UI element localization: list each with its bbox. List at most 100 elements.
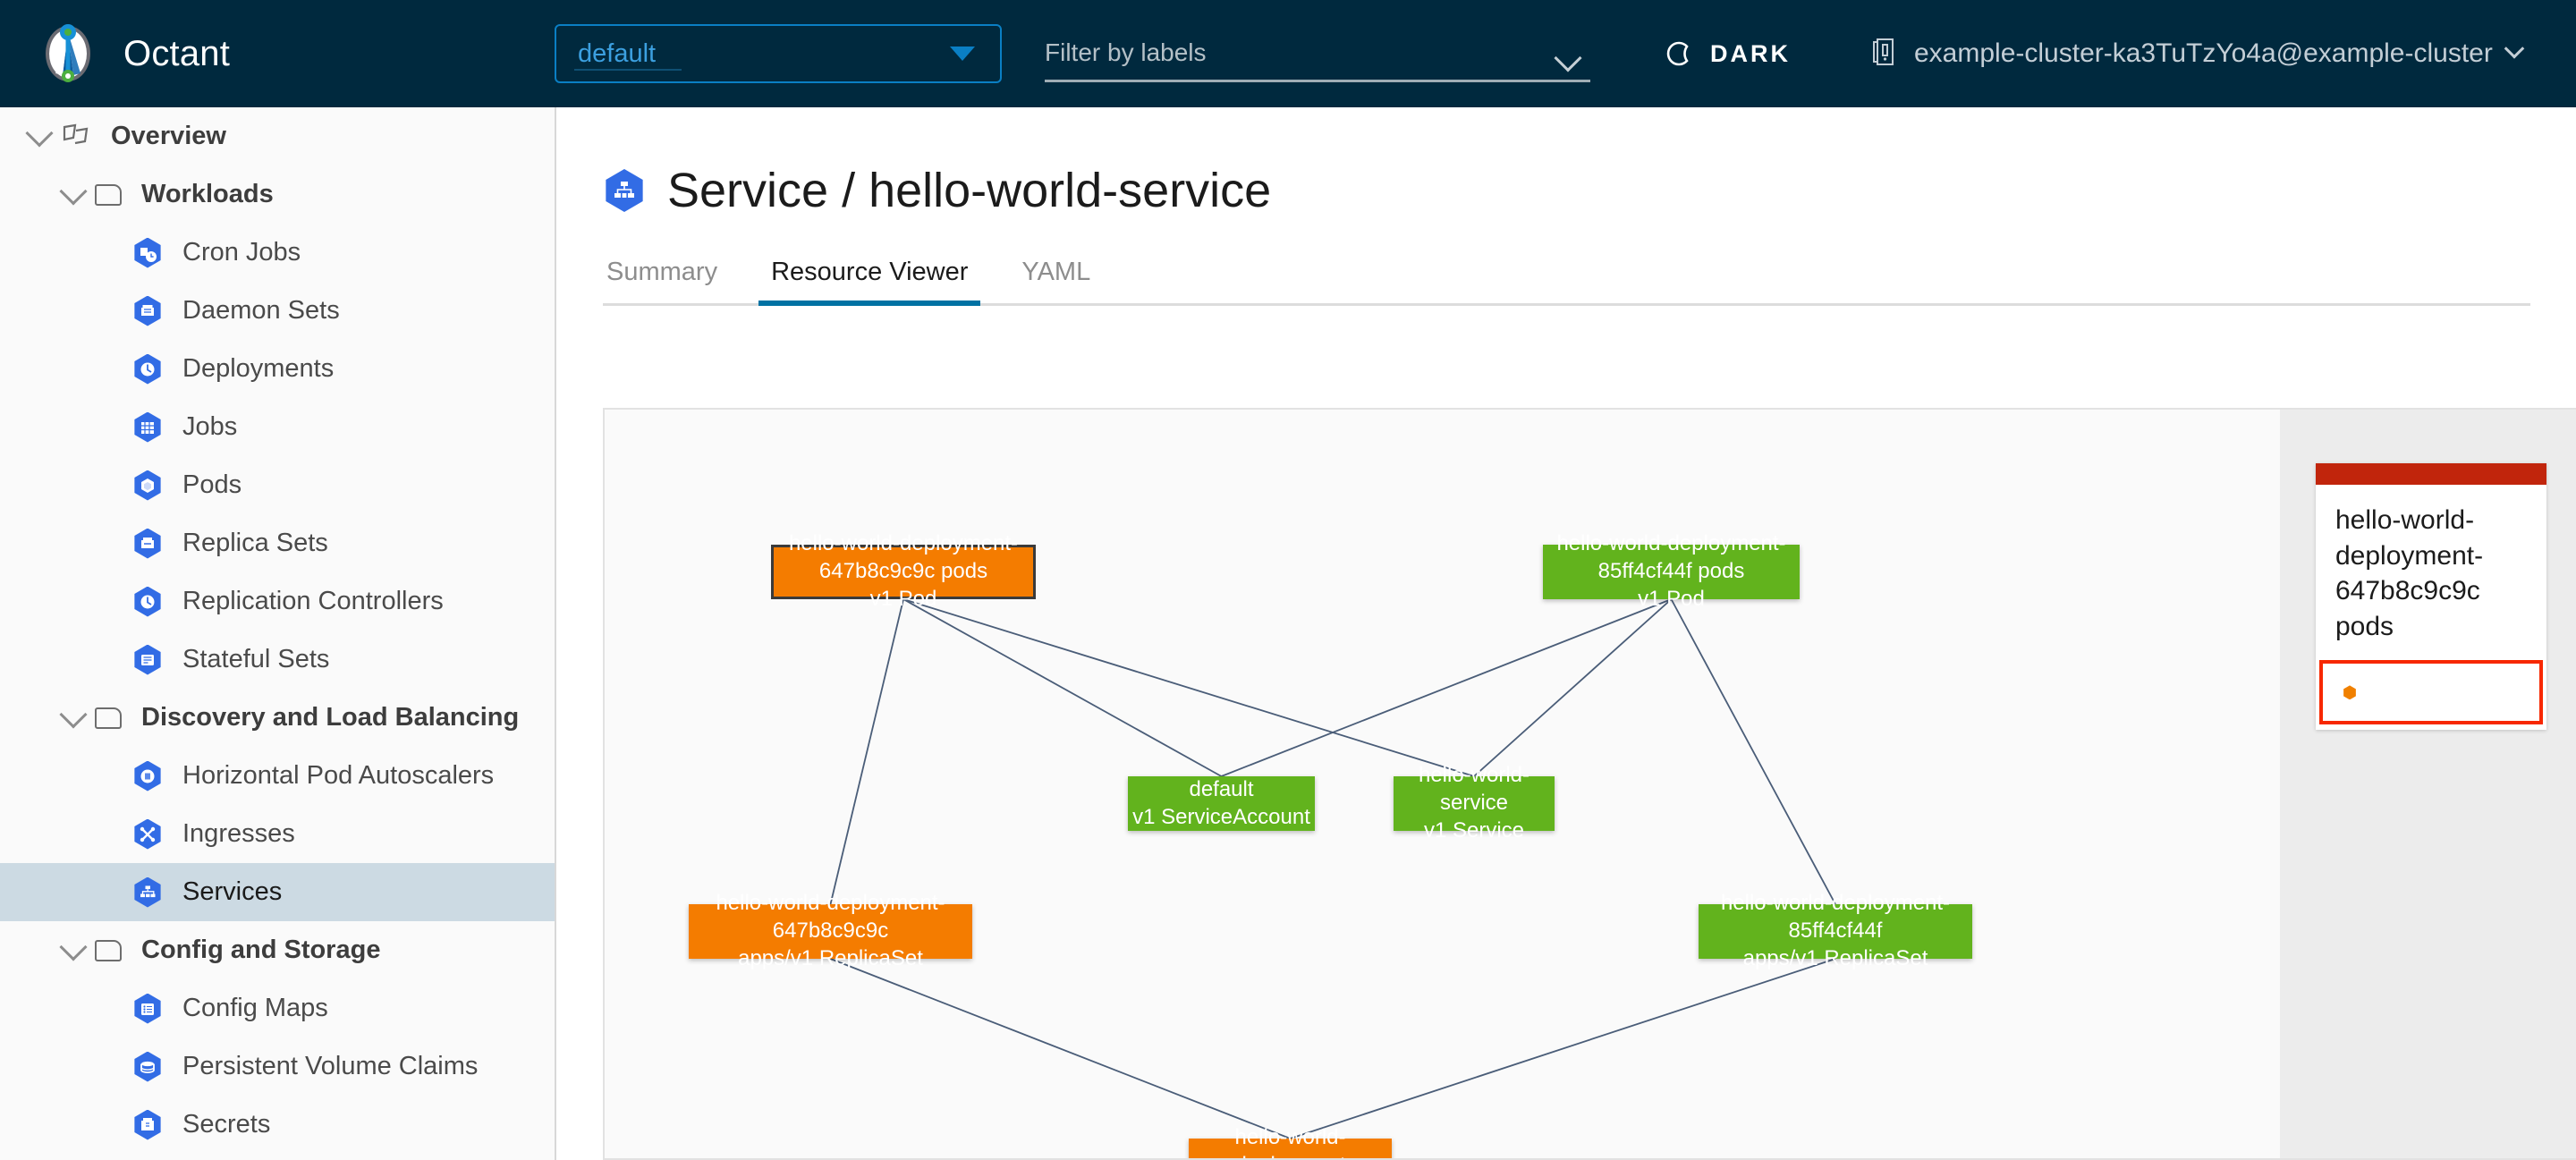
k8s-cronjob-icon	[134, 237, 161, 268]
graph-edge	[1290, 958, 1836, 1139]
sidebar-item-label: Daemon Sets	[182, 296, 340, 325]
sidebar-item-label: Persistent Volume Claims	[182, 1052, 479, 1080]
sidebar-item-label: Config Maps	[182, 994, 328, 1022]
sidebar-item-daemon-sets[interactable]: Daemon Sets	[0, 282, 555, 340]
graph-node-name: hello-world-deployment	[1234, 1125, 1346, 1158]
sidebar-item-label: Config and Storage	[141, 936, 381, 964]
sidebar-item-stateful-sets[interactable]: Stateful Sets	[0, 631, 555, 689]
sidebar-item-services[interactable]: Services	[0, 863, 555, 921]
sidebar-item-pods[interactable]: Pods	[0, 456, 555, 514]
overview-icon	[61, 123, 91, 150]
namespace-select-underline	[574, 69, 682, 71]
folder-icon	[95, 707, 122, 729]
sidebar-item-overview[interactable]: Overview	[0, 107, 555, 165]
graph-node[interactable]: hello-world-deploymentapps/v1 Deployment	[1189, 1125, 1392, 1158]
graph-edge	[1473, 598, 1673, 777]
k8s-hpa-icon	[134, 760, 161, 792]
sidebar-item-replica-sets[interactable]: Replica Sets	[0, 514, 555, 572]
cluster-selector[interactable]: example-cluster-ka3TuTzYo4a@example-clus…	[1871, 37, 2525, 72]
graph-node-kind: v1 Pod	[1638, 586, 1705, 611]
folder-icon	[95, 183, 122, 206]
graph-edges	[829, 598, 1836, 1139]
sidebar-item-label: Discovery and Load Balancing	[141, 703, 520, 732]
warning-hexagon-icon	[2343, 685, 2356, 700]
graph-node-name: hello-world-deployment-85ff4cf44f pods	[1556, 531, 1786, 584]
label-filter-placeholder: Filter by labels	[1045, 38, 1207, 66]
chevron-down-icon[interactable]	[52, 176, 95, 206]
tab-bar[interactable]: Summary Resource Viewer YAML	[603, 250, 2530, 306]
k8s-daemonset-icon	[134, 295, 161, 326]
cluster-name: example-cluster-ka3TuTzYo4a@example-clus…	[1914, 38, 2493, 68]
sidebar-item-label: Horizontal Pod Autoscalers	[182, 761, 495, 790]
sidebar-item-label: Pods	[182, 470, 242, 499]
graph-node-kind: v1 ServiceAccount	[1132, 804, 1310, 829]
sidebar-item-label: Stateful Sets	[182, 645, 330, 673]
graph-node-kind: apps/v1 ReplicaSet	[1742, 945, 1928, 970]
chevron-down-icon[interactable]	[52, 699, 95, 729]
folder-icon	[95, 939, 122, 961]
k8s-secret-icon	[134, 1109, 161, 1140]
detail-card-header	[2316, 463, 2546, 485]
tab-summary[interactable]: Summary	[606, 258, 718, 286]
k8s-replicationcontroller-icon	[134, 586, 161, 617]
sidebar-item-label: Workloads	[141, 180, 274, 208]
namespace-select[interactable]: default	[555, 24, 1002, 83]
sidebar-item-label: Ingresses	[182, 819, 295, 848]
brand[interactable]: Octant	[36, 21, 537, 86]
theme-toggle[interactable]: DARK	[1665, 38, 1791, 69]
k8s-statefulset-icon	[134, 644, 161, 675]
sidebar-item-replication-controllers[interactable]: Replication Controllers	[0, 572, 555, 631]
k8s-deployment-icon	[134, 353, 161, 385]
k8s-service-icon	[606, 169, 643, 212]
graph-node-name: hello-world-deployment-647b8c9c9c	[716, 891, 945, 944]
chevron-down-icon[interactable]	[18, 118, 61, 148]
sidebar-item-jobs[interactable]: Jobs	[0, 398, 555, 456]
node-detail-card[interactable]: hello-world-deployment-647b8c9c9c pods	[2316, 463, 2546, 731]
graph-edge	[902, 598, 1475, 777]
namespace-select-value: default	[578, 38, 657, 68]
caret-down-icon	[950, 47, 975, 61]
graph-node-name: hello-world-deployment-85ff4cf44f	[1720, 891, 1951, 944]
graph-edge	[1670, 598, 1836, 905]
k8s-pvc-icon	[134, 1051, 161, 1082]
moon-icon	[1665, 38, 1696, 69]
graph-edge	[829, 598, 904, 905]
graph-edge	[830, 958, 1291, 1139]
graph-node-name: hello-world-deployment-647b8c9c9c pods	[788, 531, 1019, 584]
tab-resource-viewer[interactable]: Resource Viewer	[758, 258, 981, 306]
k8s-configmap-icon	[134, 993, 161, 1024]
sidebar-item-ingresses[interactable]: Ingresses	[0, 805, 555, 863]
graph-side-panel: hello-world-deployment-647b8c9c9c pods	[2280, 408, 2576, 1160]
sidebar-item-config-maps[interactable]: Config Maps	[0, 979, 555, 1037]
sidebar-item-label: Overview	[111, 122, 226, 150]
sidebar-item-config-and-storage[interactable]: Config and Storage	[0, 921, 555, 979]
sidebar-item-cron-jobs[interactable]: Cron Jobs	[0, 224, 555, 282]
octant-logo-icon	[36, 21, 100, 86]
chevron-down-icon[interactable]	[52, 932, 95, 961]
sidebar-item-workloads[interactable]: Workloads	[0, 165, 555, 224]
label-filter[interactable]: Filter by labels	[1045, 25, 1590, 82]
tab-yaml[interactable]: YAML	[1021, 258, 1091, 286]
graph-edge	[902, 598, 1222, 777]
sidebar-item-persistent-volume-claims[interactable]: Persistent Volume Claims	[0, 1037, 555, 1096]
sidebar-item-discovery-and-load-balancing[interactable]: Discovery and Load Balancing	[0, 689, 555, 747]
graph-node-kind: v1 Service	[1423, 817, 1525, 842]
sidebar-item-label: Secrets	[182, 1110, 271, 1139]
theme-toggle-label: DARK	[1710, 39, 1791, 67]
chevron-down-icon	[2504, 38, 2525, 59]
resource-viewer: hello-world-deployment-647b8c9c9c pods v1…	[603, 408, 2576, 1160]
sidebar-item-deployments[interactable]: Deployments	[0, 340, 555, 398]
detail-card-status	[2319, 660, 2543, 725]
resource-graph[interactable]: hello-world-deployment-647b8c9c9c pods v1…	[603, 408, 2280, 1160]
sidebar-item-horizontal-pod-autoscalers[interactable]: Horizontal Pod Autoscalers	[0, 747, 555, 805]
sidebar-item-secrets[interactable]: Secrets	[0, 1096, 555, 1154]
sidebar-item-label: Jobs	[182, 412, 238, 441]
sidebar-item-label: Replica Sets	[182, 529, 328, 557]
